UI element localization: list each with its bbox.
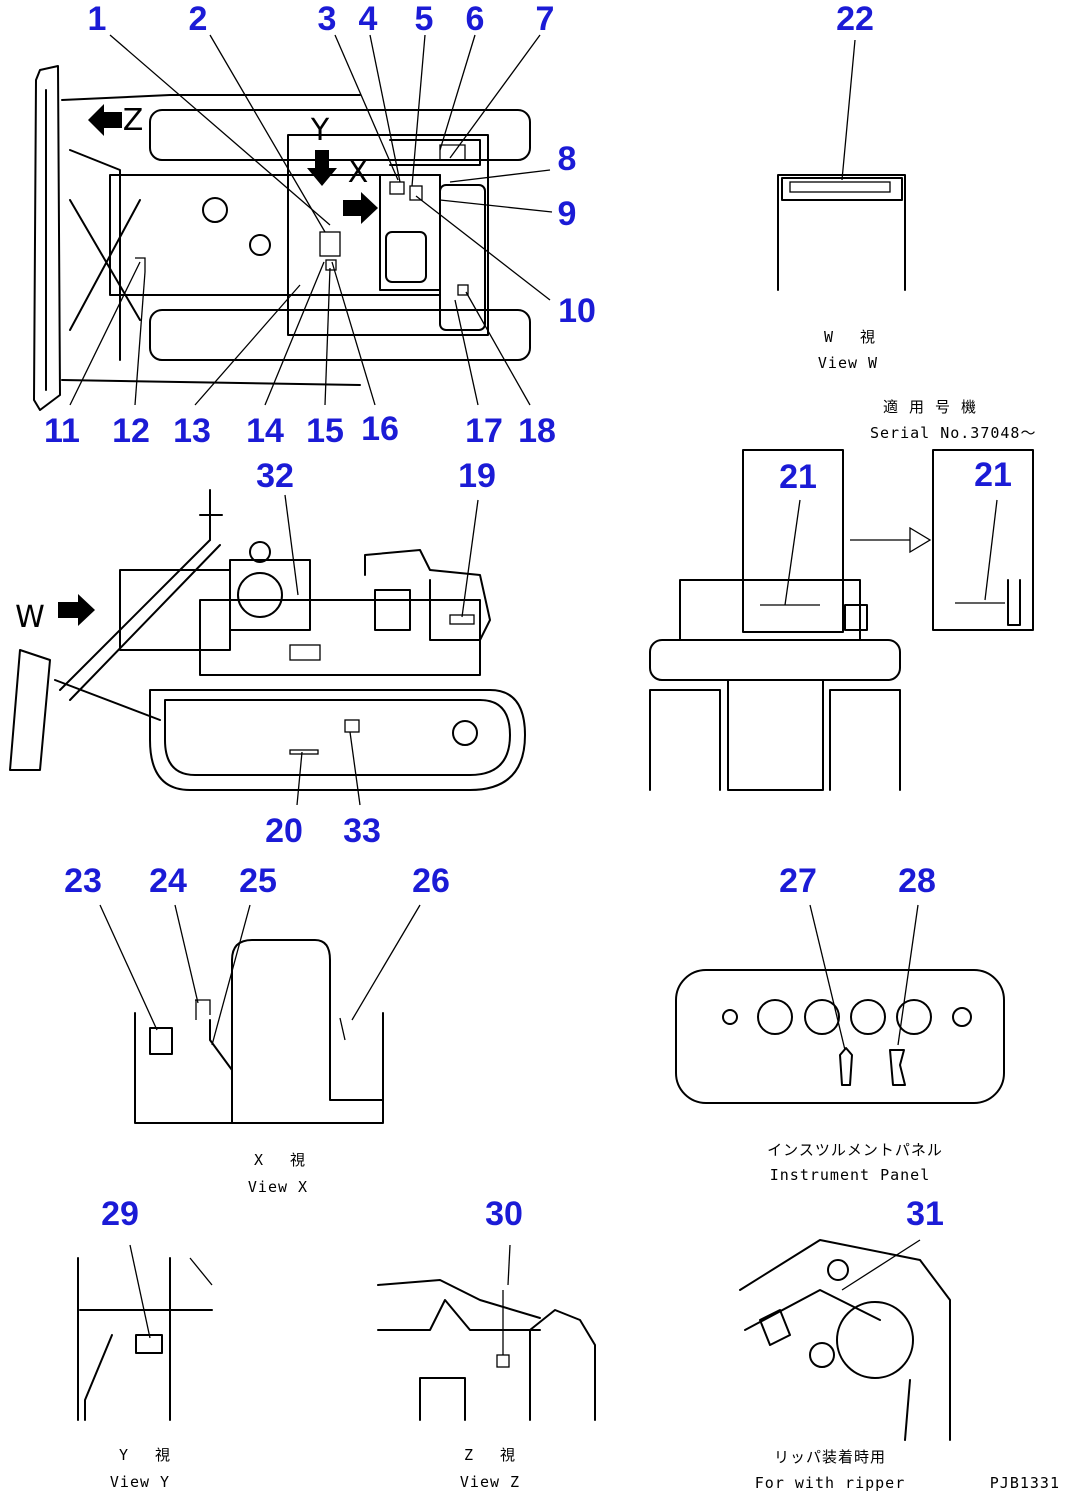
- view-w-drawing: [777, 39, 906, 291]
- callout-28: 28: [898, 862, 936, 900]
- callout-5: 5: [415, 0, 434, 38]
- callout-27: 27: [779, 862, 817, 900]
- ripper-caption-jp: リッパ装着時用: [774, 1448, 886, 1466]
- serial-caption-en: Serial No.37048～: [870, 424, 1036, 442]
- callout-13: 13: [173, 412, 211, 450]
- callout-4: 4: [359, 0, 378, 38]
- view-w-caption-jp: W 視: [824, 328, 876, 346]
- callout-31: 31: [906, 1195, 944, 1233]
- arrow-x-icon: [343, 192, 378, 224]
- callout-7: 7: [536, 0, 555, 38]
- arrow-w-icon: [58, 594, 95, 626]
- callout-14: 14: [246, 412, 284, 450]
- view-y-caption-en: View Y: [110, 1473, 170, 1491]
- callout-18: 18: [518, 412, 556, 450]
- instrument-panel-drawing: [675, 904, 1005, 1104]
- view-letter-x: X: [348, 155, 369, 190]
- view-x-caption-en: View X: [248, 1178, 308, 1196]
- view-z-caption-en: View Z: [460, 1473, 520, 1491]
- drawing-code: PJB1331: [990, 1474, 1060, 1492]
- callout-21a: 21: [779, 458, 817, 496]
- top-view-drawing: [33, 34, 553, 411]
- arrow-y-icon: [307, 150, 337, 186]
- callout-8: 8: [558, 140, 577, 178]
- callout-32: 32: [256, 457, 294, 495]
- view-letter-z: Z: [123, 103, 144, 138]
- callout-22: 22: [836, 0, 874, 38]
- view-x-caption-jp: X 視: [254, 1151, 306, 1169]
- view-z-drawing: [377, 1244, 596, 1421]
- callout-20: 20: [265, 812, 303, 850]
- view-x-drawing: [99, 904, 421, 1124]
- panel-caption-en: Instrument Panel: [770, 1166, 931, 1184]
- callout-19: 19: [458, 457, 496, 495]
- callout-15: 15: [306, 412, 344, 450]
- callout-6: 6: [466, 0, 485, 38]
- ripper-view-drawing: [739, 1239, 951, 1441]
- callout-1: 1: [88, 0, 107, 38]
- callout-25: 25: [239, 862, 277, 900]
- rear-view-drawing: [649, 449, 1034, 791]
- panel-caption-jp: インスツルメントパネル: [767, 1141, 943, 1159]
- callout-9: 9: [558, 195, 577, 233]
- ripper-caption-en: For with ripper: [755, 1474, 905, 1492]
- callout-17: 17: [465, 412, 503, 450]
- view-w-caption-en: View W: [818, 354, 878, 372]
- serial-caption-jp: 適 用 号 機: [883, 398, 977, 416]
- callout-26: 26: [412, 862, 450, 900]
- view-z-caption-jp: Z 視: [464, 1446, 516, 1464]
- callout-10: 10: [558, 292, 596, 330]
- callout-3: 3: [318, 0, 337, 38]
- callout-2: 2: [189, 0, 208, 38]
- callout-30: 30: [485, 1195, 523, 1233]
- callout-29: 29: [101, 1195, 139, 1233]
- callout-23: 23: [64, 862, 102, 900]
- side-view-drawing: [9, 489, 526, 806]
- callout-16: 16: [361, 410, 399, 448]
- callout-24: 24: [149, 862, 187, 900]
- view-letter-y: Y: [310, 113, 330, 148]
- arrow-z-icon: [88, 104, 122, 136]
- view-letter-w: W: [15, 600, 45, 635]
- callout-33: 33: [343, 812, 381, 850]
- callout-11: 11: [44, 412, 80, 450]
- view-y-caption-jp: Y 視: [119, 1446, 171, 1464]
- view-y-drawing: [77, 1244, 213, 1421]
- callout-21b: 21: [974, 456, 1012, 494]
- callout-12: 12: [112, 412, 150, 450]
